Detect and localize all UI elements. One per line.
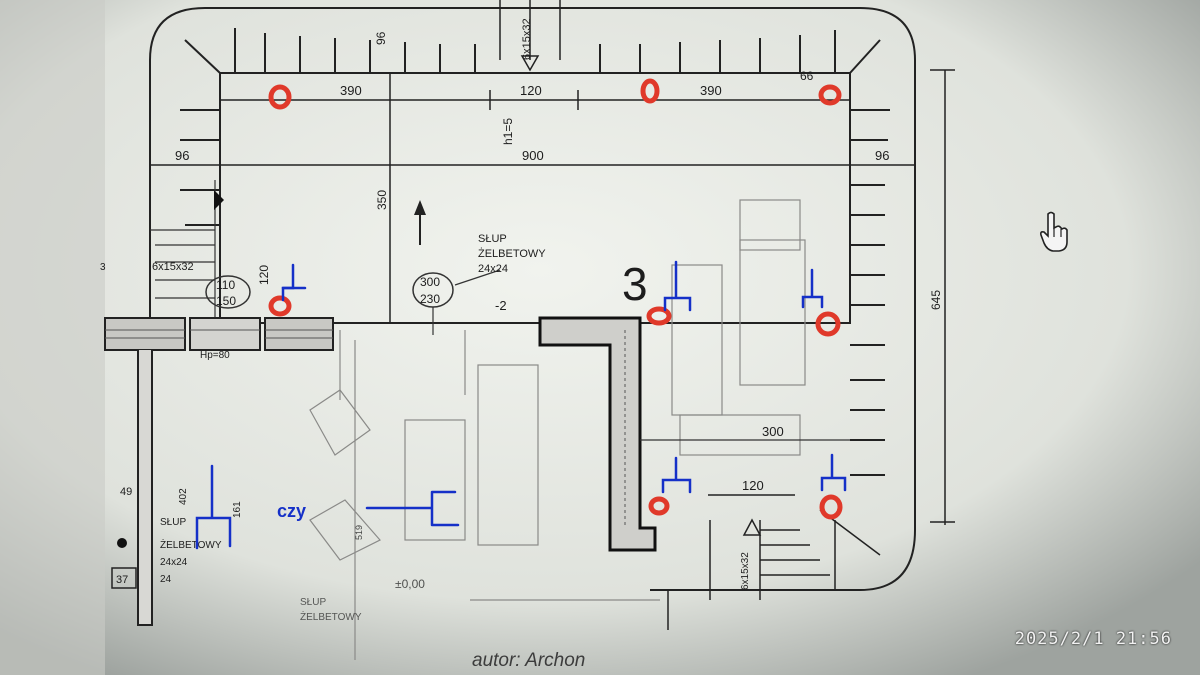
- marker-bottom-left: [648, 496, 670, 516]
- author-credit: autor: Archon: [472, 650, 586, 671]
- wall-beam-left: [104, 317, 334, 351]
- bottom-stairs: [709, 520, 840, 600]
- left-ticks: [180, 109, 220, 226]
- marker-mid-right: [815, 311, 841, 337]
- column-label-2-line3: 24x24: [160, 557, 188, 568]
- bracket-question: [365, 490, 460, 527]
- stair-arrow-icon: [214, 190, 224, 210]
- mark-402: 402: [178, 488, 189, 505]
- dim-top-mid: 120: [520, 83, 542, 98]
- dim-height-350: 350: [375, 190, 389, 210]
- left-edge-mark: 3: [100, 262, 106, 273]
- stairs-bottom-label: 6x15x32: [740, 552, 751, 590]
- marker-bottom-right: [819, 494, 843, 520]
- level-mark: -2: [495, 298, 507, 313]
- outer-outline: [149, 7, 916, 591]
- top-ticks: [234, 28, 836, 73]
- wall-left-vertical: [137, 350, 153, 626]
- dim-top-left: 390: [340, 83, 362, 98]
- mark-24: 24: [160, 574, 172, 585]
- right-ticks: [850, 109, 890, 476]
- bracket-mid: [663, 260, 692, 312]
- column-label-line2: ŻELBETOWY: [478, 247, 546, 260]
- column-label-3-line1: SŁUP: [300, 597, 326, 608]
- dim-top-right: 390: [700, 83, 722, 98]
- dim-inner-300: 300: [762, 424, 784, 439]
- dim-top-depth: 96: [374, 31, 388, 45]
- wall-u-shape: [538, 316, 657, 552]
- column-label-2-line2: ŻELBETOWY: [160, 538, 222, 551]
- marker-top-right: [818, 84, 842, 106]
- column-label-2-line1: SŁUP: [160, 517, 186, 528]
- dim-beam-level: h1=5: [501, 118, 515, 145]
- stairs-top-label: 6x15x32: [521, 18, 533, 60]
- dim-corner: 66: [800, 69, 814, 83]
- mark-519: 519: [354, 525, 364, 540]
- marker-left: [268, 295, 292, 317]
- mark-37: 37: [116, 574, 128, 586]
- hand-cursor-icon: [1040, 211, 1068, 252]
- interior-furniture: [309, 199, 850, 660]
- marker-top-left: [268, 84, 292, 110]
- bracket-right: [801, 268, 824, 309]
- room-number: 3: [622, 258, 648, 310]
- blue-annotations: [195, 260, 847, 550]
- opening-1-top: 300: [420, 275, 440, 289]
- dim-inner-120: 120: [742, 478, 764, 493]
- dim-right-margin: 96: [875, 148, 889, 163]
- opening-2-bottom: 150: [216, 294, 236, 308]
- opening-1-bottom: 230: [420, 292, 440, 306]
- point-marker: [117, 538, 127, 548]
- dim-height-645: 645: [929, 290, 943, 310]
- zero-level: ±0,00: [395, 577, 425, 591]
- bracket-bottom-right: [820, 453, 847, 492]
- marker-mid-left: [646, 306, 672, 326]
- column-label-3-line2: ŻELBETOWY: [300, 610, 362, 623]
- column-label-line3: 24x24: [478, 263, 508, 275]
- opening-2-top: 110: [216, 278, 235, 292]
- dim-left-margin: 96: [175, 148, 189, 163]
- dim-left-riser: 120: [257, 265, 271, 285]
- column-label-line1: SŁUP: [478, 233, 507, 245]
- marker-top-mid: [640, 78, 660, 104]
- stairs-left-label: 6x15x32: [152, 261, 194, 273]
- left-shadow: [0, 0, 105, 675]
- opening-marker-left: [205, 275, 251, 309]
- bracket-bottom-left: [661, 456, 692, 494]
- mark-161: 161: [232, 501, 243, 518]
- hp-mark: Hp=80: [200, 350, 230, 361]
- dim-total: 900: [522, 148, 544, 163]
- photo-timestamp: 2025/2/1 21:56: [1014, 629, 1172, 649]
- mark-49: 49: [120, 486, 132, 498]
- column-markers: [268, 78, 843, 520]
- bracket-bottom-column: [195, 464, 232, 550]
- annotation-question: czy: [277, 501, 306, 521]
